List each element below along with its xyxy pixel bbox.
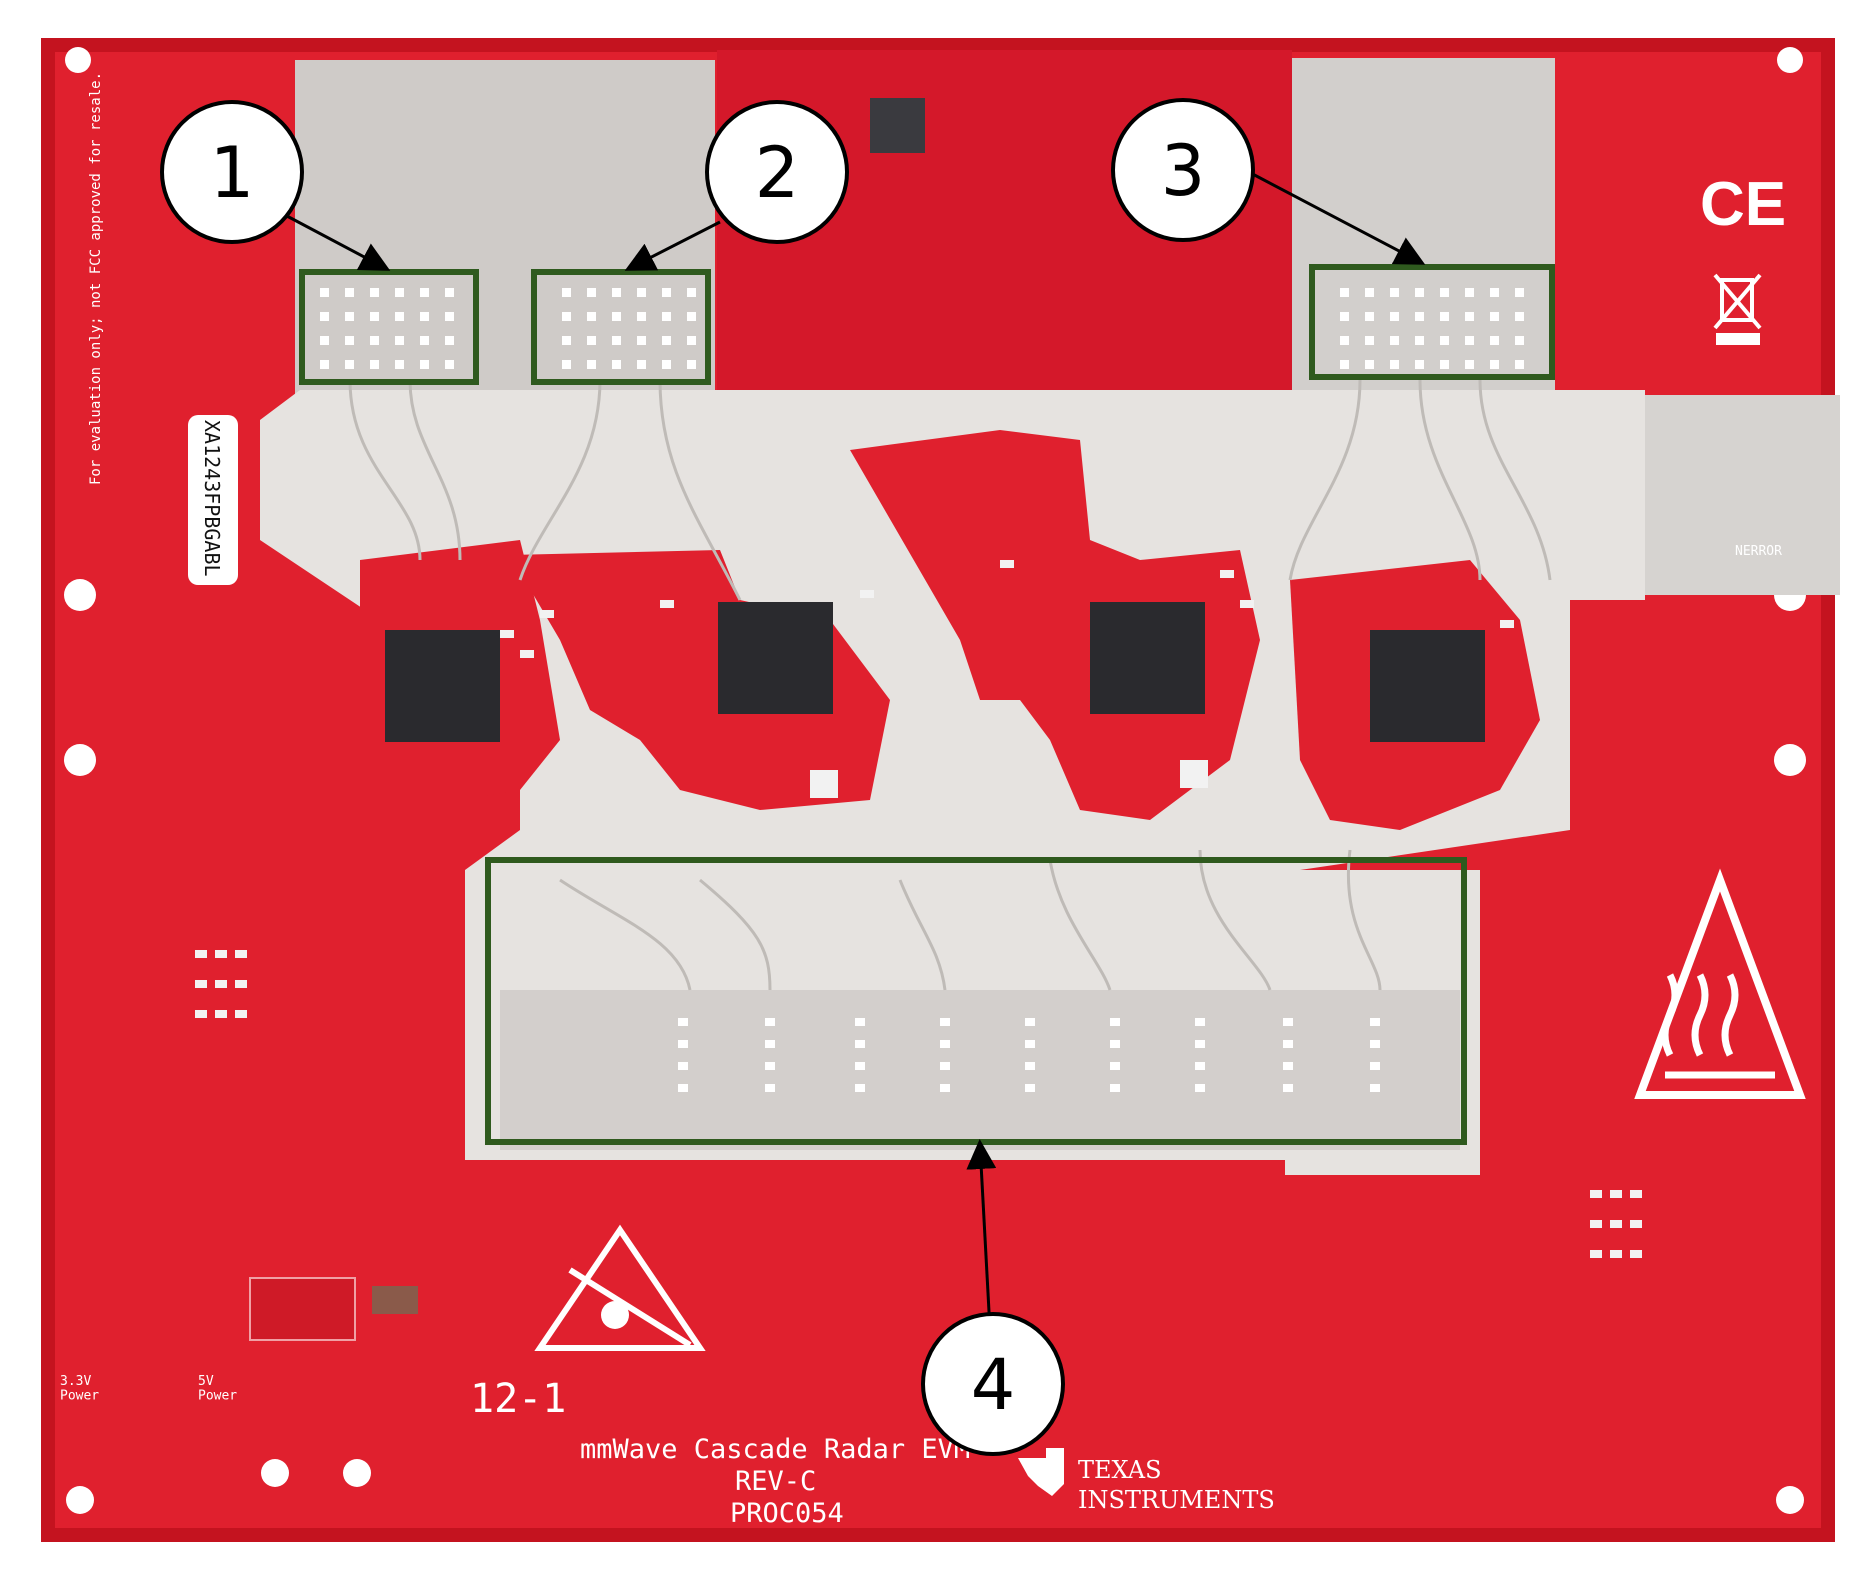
board-serial: 12-1 [470, 1376, 566, 1422]
svg-text:CE: CE [1700, 170, 1786, 239]
tx-antenna-plane [500, 990, 1460, 1150]
controller-chip [870, 98, 925, 153]
board-title: mmWave Cascade Radar EVM [580, 1434, 970, 1465]
callout-box-2 [531, 269, 711, 385]
ce-mark-icon: CE [1700, 170, 1786, 239]
ti-brand-line2: INSTRUMENTS [1078, 1486, 1275, 1514]
board-revision: REV-C [735, 1466, 816, 1497]
ti-brand-line1: TEXAS [1078, 1456, 1162, 1484]
callout-arrow-4 [966, 1139, 997, 1331]
svg-text:3: 3 [1161, 130, 1206, 212]
capacitor-c194 [372, 1286, 418, 1314]
error-led-label: NERROR [1735, 544, 1782, 559]
rx-antenna-pads [320, 288, 1524, 369]
weee-bin-icon [1713, 273, 1762, 345]
radar-chip-1 [385, 630, 500, 742]
callout-marker-2: 2 [705, 100, 849, 244]
callout-box-3 [1309, 264, 1555, 380]
callout-marker-1: 1 [160, 100, 304, 244]
chip-islands [360, 430, 1540, 830]
rx-pad-area-right [1290, 58, 1555, 398]
esd-warning-icon [534, 1224, 706, 1351]
svg-text:2: 2 [755, 132, 800, 214]
label-sticker [188, 415, 238, 585]
ti-logo-icon [1018, 1448, 1064, 1496]
hot-surface-warning-icon [1634, 868, 1806, 1099]
callout-marker-4: 4 [921, 1312, 1065, 1456]
label-sticker-text: XA1243FPBGABL [200, 420, 224, 577]
board-part-number: PROC054 [730, 1498, 844, 1529]
svg-text:1: 1 [210, 132, 255, 214]
svg-text:4: 4 [971, 1344, 1016, 1426]
callout-arrow-1 [284, 213, 391, 271]
smd-components [195, 560, 1642, 1258]
rf-traces [348, 379, 1552, 991]
radar-chip-3 [1090, 602, 1205, 714]
callout-marker-3: 3 [1111, 98, 1255, 242]
tx-antenna-pads [678, 1018, 1380, 1092]
rx-pad-area-left [295, 60, 715, 400]
fcc-notice: For evaluation only; not FCC approved fo… [88, 72, 104, 485]
callout-arrow-2 [624, 220, 721, 271]
radar-chip-2 [718, 602, 833, 714]
radar-chips [385, 602, 1485, 742]
callout-box-1 [299, 269, 479, 385]
radar-chip-4 [1370, 630, 1485, 742]
callout-arrow-3 [1244, 168, 1426, 265]
